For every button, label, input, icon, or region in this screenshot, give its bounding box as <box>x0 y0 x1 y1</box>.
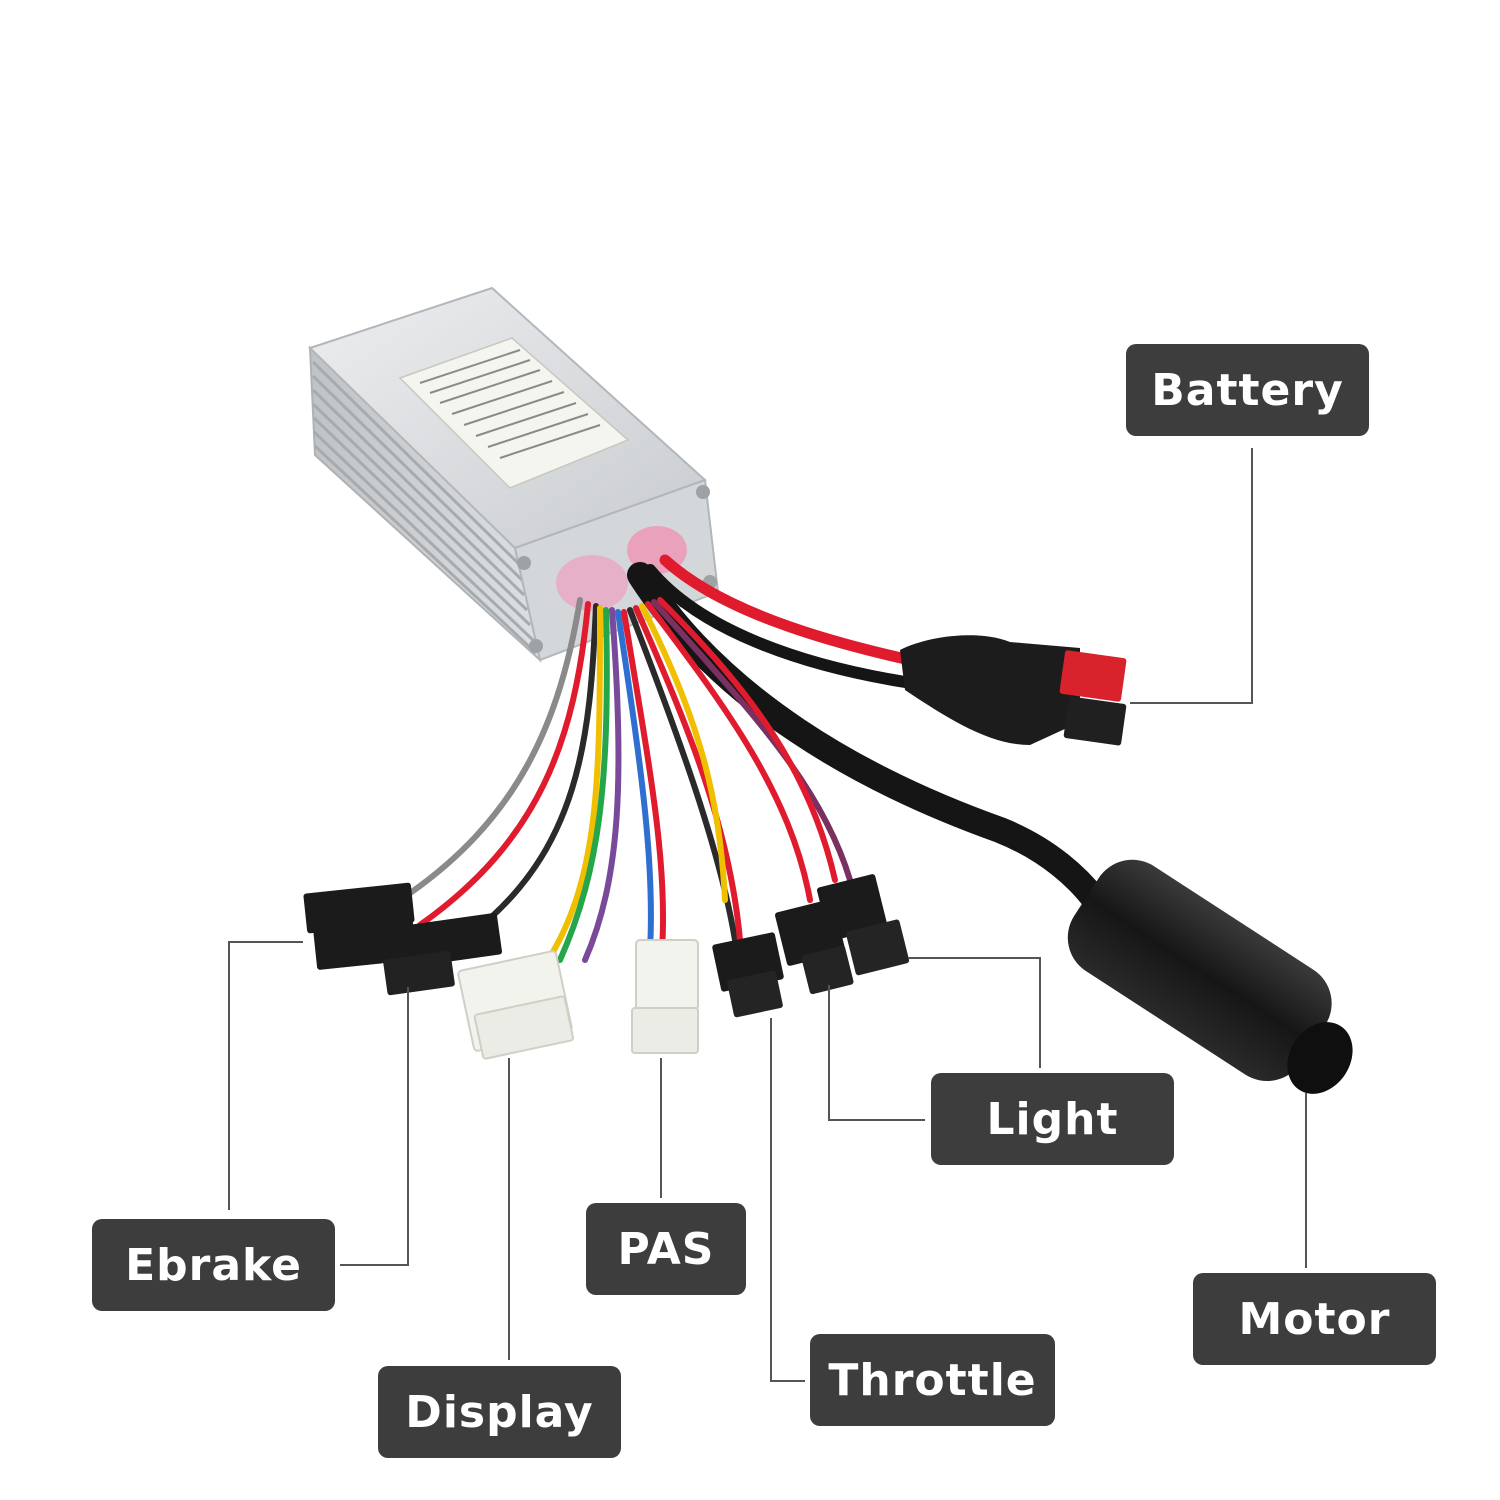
motor-cable <box>627 562 1108 913</box>
display-label: Display <box>378 1366 621 1458</box>
spec-label <box>398 337 630 489</box>
ebrake-connector <box>303 882 502 996</box>
light-connector <box>774 874 910 995</box>
throttle-label: Throttle <box>810 1334 1055 1426</box>
leader-line-ebrake <box>228 941 303 1210</box>
battery-cable <box>644 554 916 688</box>
motor-connector <box>1067 859 1353 1094</box>
leader-line-light-2 <box>828 985 925 1121</box>
screw-icon <box>696 485 710 499</box>
display-connector <box>457 950 575 1060</box>
screw-icon <box>517 556 531 570</box>
battery-label: Battery <box>1126 344 1369 436</box>
screw-icon <box>529 639 543 653</box>
leader-line-ebrake-2 <box>340 987 409 1266</box>
pas-connector <box>631 939 699 1054</box>
light-label: Light <box>931 1073 1174 1165</box>
leader-line-throttle <box>770 1018 805 1382</box>
throttle-connector <box>712 932 784 1018</box>
motor-label: Motor <box>1193 1273 1436 1365</box>
leader-lines <box>228 448 1307 1382</box>
battery-connector <box>900 635 1127 746</box>
leader-line-battery <box>1130 448 1253 704</box>
ebrake-label: Ebrake <box>92 1219 335 1311</box>
pas-label: PAS <box>586 1203 746 1295</box>
leader-line-light <box>908 957 1041 1068</box>
signal-wires <box>397 597 853 968</box>
